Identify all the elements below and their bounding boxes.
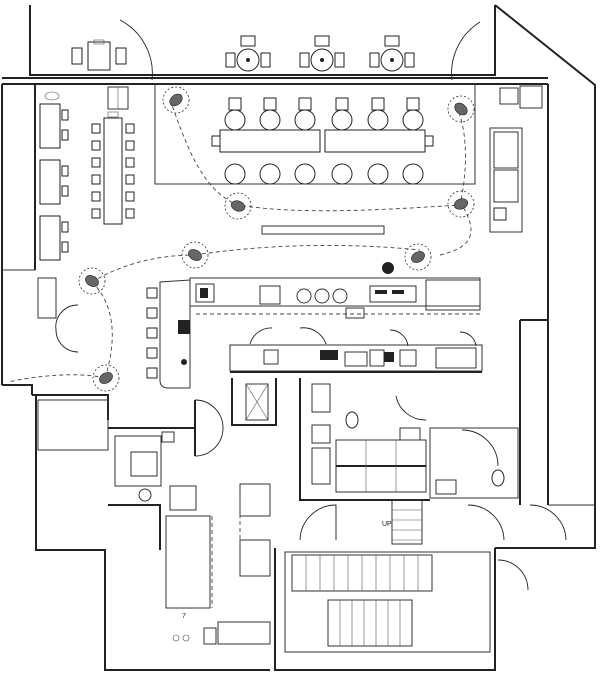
bar-counter (146, 279, 191, 389)
patio-table-3 (299, 35, 345, 72)
person-8 (92, 364, 120, 392)
right-counter (489, 85, 543, 233)
patio-table-4 (369, 35, 415, 72)
booth-seating (37, 91, 69, 319)
person-6 (404, 243, 432, 271)
person-4 (447, 190, 475, 218)
stair-entry: UP (299, 499, 567, 545)
person-7 (78, 267, 106, 295)
stair-up-label: UP (382, 521, 392, 528)
stair-treads-lower (339, 600, 401, 646)
kitchen-prep-line (229, 327, 483, 373)
long-dining-table (91, 86, 135, 225)
person-1 (162, 86, 190, 114)
private-dining-room (154, 83, 476, 235)
stair-treads-upper (305, 555, 419, 591)
back-of-house: 7 (37, 399, 271, 645)
kitchen-line (189, 277, 481, 319)
person-2 (447, 95, 475, 123)
person-3 (224, 192, 252, 220)
person-5 (181, 241, 209, 269)
patio-table-1 (71, 39, 127, 71)
restroom-block (231, 378, 519, 501)
main-stairwell (284, 551, 529, 653)
small-mark-label: 7 (182, 613, 186, 620)
people-figures (78, 86, 475, 392)
patio-table-2 (225, 35, 271, 72)
circulation-paths (7, 99, 472, 383)
exterior-walls (1, 4, 596, 671)
